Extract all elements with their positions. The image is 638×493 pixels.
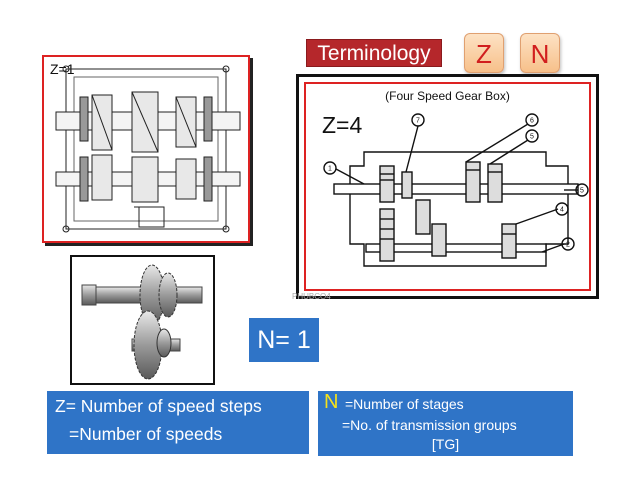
single-speed-gearbox-illustration (55, 65, 241, 233)
z-definition-box: Z= Number of speed steps =Number of spee… (47, 391, 309, 454)
callout-7: 7 (416, 118, 420, 125)
callout-6: 6 (530, 118, 534, 125)
n-letter: N (324, 391, 339, 413)
n-definition-line-2: =No. of transmission groups (342, 417, 517, 433)
watermark: PHUBCO4 (292, 292, 331, 301)
z-badge: Z (464, 33, 504, 73)
n-value-box: N= 1 (249, 318, 319, 362)
four-speed-gearbox-inner-frame: (Four Speed Gear Box) Z=4 (304, 82, 591, 291)
right-diagram-label: Z=4 (322, 112, 363, 138)
z-definition-line-1: Z= Number of speed steps (55, 396, 262, 416)
four-speed-gearbox-drawing: (Four Speed Gear Box) Z=4 (296, 74, 599, 299)
slide-title: Terminology (306, 39, 442, 67)
callout-5-top: 5 (530, 134, 534, 141)
callout-1: 1 (328, 166, 332, 173)
n-badge: N (520, 33, 560, 73)
callout-4: 4 (560, 207, 564, 214)
left-diagram-label: Z=1 (50, 61, 75, 77)
four-speed-gearbox-illustration: 1 2 4 5 5 6 7 (323, 113, 589, 267)
callout-2: 2 (566, 242, 570, 249)
gear-pair-illustration (81, 264, 203, 380)
n-definition-box: N =Number of stages =No. of transmission… (318, 391, 573, 456)
n-definition-line-3: [TG] (431, 436, 460, 452)
gearbox-caption: (Four Speed Gear Box) (385, 89, 510, 103)
callout-5-right: 5 (580, 188, 584, 195)
gear-pair-image (70, 255, 215, 385)
z-definition-line-2: =Number of speeds (69, 424, 223, 444)
n-definition-line-1: =Number of stages (345, 396, 464, 412)
single-speed-gearbox-drawing: Z=1 (42, 55, 250, 243)
